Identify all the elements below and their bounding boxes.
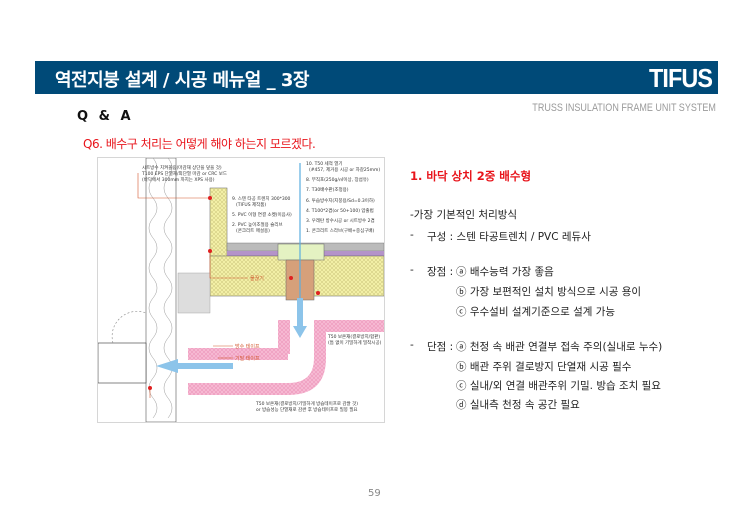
label-t50-right-2: (틈 없이 기밀하게 밀착시공) [328, 339, 382, 346]
label-right-5: 6. 투습방수지(지붕용/Sd=0.3이하) [306, 197, 375, 204]
pipe-insulation-upper [188, 348, 288, 360]
wall [145, 157, 177, 423]
label-right-3: 8. 부직포(250g/㎡이상, 장섬유) [306, 176, 369, 183]
header-band: 역전지붕 설계 / 시공 메뉴얼 _ 3장 TIFUS [35, 61, 718, 94]
cons-item: ⓐ 천정 속 배관 연결부 접속 주의(실내로 누수) [456, 341, 663, 353]
diagram-drawing: 시트방수 치켜올림(마감재 상단을 덮을 것) T100 EPS 단열재/외단열… [97, 157, 385, 423]
label-left-3: (바닥에서 300mm 까지는 XPS 사용) [142, 176, 215, 183]
cons-label: 단점 : [427, 341, 454, 353]
answer-title: 1. 바닥 상치 2중 배수형 [410, 169, 532, 183]
label-mid-2: (TIFUS 제작품) [236, 201, 266, 208]
label-t50-bottom-1: T50 보온재(결로방지/기밀하게 방습테이프로 감쌀 것) [255, 400, 358, 407]
tifus-logo: TIFUS [648, 63, 713, 93]
label-right-1: 10. T50 세척 열기 [306, 160, 342, 167]
drain-detail-diagram: 시트방수 치켜올림(마감재 상단을 덮을 것) T100 EPS 단열재/외단열… [97, 157, 385, 423]
label-mid-1: 9. 스텐 타공 트렌치 300*300 [232, 195, 291, 202]
composition-dash: - [410, 229, 414, 241]
label-mid-4: 2. PVC 높이조절용 슬리브 [232, 221, 283, 228]
concrete-hatch [177, 272, 211, 314]
label-airtight-tape: 기밀 테이프 [235, 355, 260, 362]
stainless-trench [277, 243, 325, 261]
label-right-6: 4. T100*2겹(or 50+100) 압출법 [306, 207, 374, 214]
pipe-insulation-lower [188, 383, 288, 395]
label-right-2: (#457, 제거용 시공 or 자갈25mm) [309, 166, 380, 173]
answer-intro: -가장 기본적인 처리방식 [410, 209, 518, 221]
pros-item: ⓐ 배수능력 가장 좋음 [456, 266, 554, 278]
label-left-1: 시트방수 치켜올림(마감재 상단을 덮을 것) [142, 164, 222, 171]
label-right-7: 3. 우레탄 방수시공 or 시트방수 2겹 [306, 217, 375, 224]
label-drip: 물끊기 [250, 275, 264, 282]
question: Q6. 배수구 처리는 어떻게 해야 하는지 모르겠다. [83, 137, 316, 151]
label-mid-5: (콘크리트 매설용) [236, 227, 270, 234]
pros-item: ⓒ 우수설비 설계기준으로 설계 가능 [456, 306, 616, 318]
cons-item: ⓑ 배관 주위 결로방지 단열재 시공 필수 [456, 361, 632, 373]
label-waterproof-tape: 방수 테이프 [235, 343, 260, 350]
down-arrow-icon [293, 298, 307, 338]
pipe-insulation-elbow [288, 320, 326, 395]
logo-tagline: TRUSS INSULATION FRAME UNIT SYSTEM [532, 102, 716, 114]
page-title: 역전지붕 설계 / 시공 메뉴얼 _ 3장 [55, 70, 309, 91]
pros-dash: - [410, 264, 414, 276]
label-left-2: T100 EPS 단열재/외단열 마감 or CRC 보드 [141, 170, 227, 177]
page-number: 59 [368, 488, 381, 499]
cons-item: ⓒ 실내/외 연결 배관주위 기밀. 방습 조치 필요 [456, 380, 661, 392]
label-right-4: 7. T30배수판(조정용) [306, 186, 349, 193]
left-arrow-icon [156, 359, 233, 373]
cons-item: ⓓ 실내측 천정 속 공간 필요 [456, 399, 580, 411]
section-label: Q & A [77, 109, 131, 124]
label-t50-bottom-2: or 방습성능 단열재로 감싼 후 방습테이프로 밀봉 필요 [256, 406, 358, 413]
pros-label: 장점 : [427, 266, 454, 278]
pros-item: ⓑ 가장 보편적인 설치 방식으로 시공 용이 [456, 286, 642, 298]
composition-text: 구성 : 스텐 타공트렌치 / PVC 레듀사 [427, 231, 591, 243]
cons-dash: - [410, 339, 414, 351]
label-mid-3: 5. PVC 이형 연결 소켓(이음사) [232, 211, 292, 218]
label-t50-right-1: T50 보온재(결로방지/합판) [327, 333, 380, 340]
label-right-8: 1. 콘크리트 스라브(구배+중심구배) [306, 227, 374, 234]
